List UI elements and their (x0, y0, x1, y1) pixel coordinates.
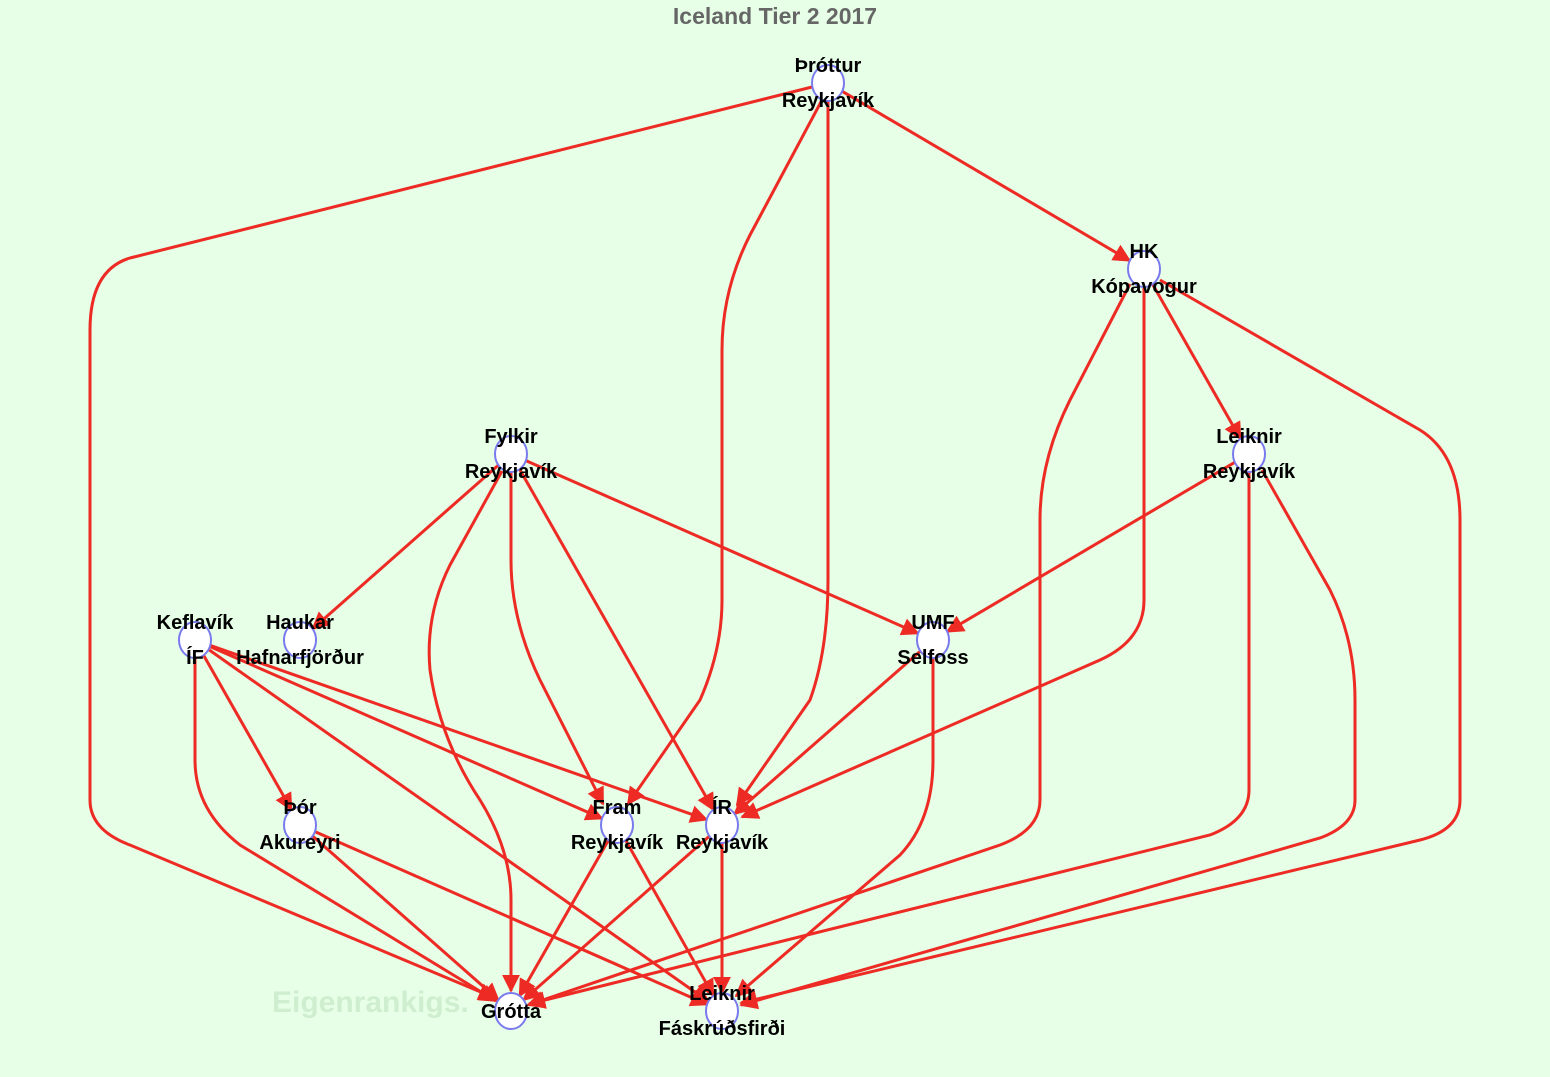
node-label: Selfoss (897, 647, 968, 669)
edge-throttur-to-grotta (88, 85, 813, 1001)
edge-ir-to-grotta (522, 834, 711, 1002)
node-label: Keflavík (157, 612, 235, 634)
node-label: Reykjavík (465, 461, 558, 483)
node-label: Hafnarfjörður (236, 647, 364, 669)
edge-thor-to-grotta (311, 834, 500, 1002)
node-ir: ÍR Reykjavík (676, 796, 769, 854)
edge-leiknir-r-to-grotta (527, 472, 1251, 1009)
edge-fylkir-to-ir (518, 468, 715, 812)
node-label: Þór (283, 797, 317, 819)
node-circle (600, 806, 634, 844)
node-circle (1232, 435, 1266, 473)
node-circle (705, 806, 739, 844)
node-layer: ÞrótturReykjavíkHKKópavogurFylkirReykjav… (157, 55, 1296, 1040)
edge-fram-to-grotta (518, 839, 610, 998)
node-circle (705, 992, 739, 1030)
node-circle (811, 64, 845, 102)
node-label: Haukar (266, 612, 334, 634)
node-label: Reykjavík (676, 832, 769, 854)
node-label: Fáskrúðsfirði (659, 1018, 786, 1040)
edge-fylkir-to-selfoss (525, 459, 920, 636)
node-label: Kópavogur (1091, 276, 1197, 298)
edge-hk-to-leiknir-f (739, 278, 1462, 1008)
edge-leiknir-r-to-selfoss (945, 461, 1236, 633)
node-label: Reykjavík (782, 90, 875, 112)
edge-keflavik-to-ir (209, 643, 709, 823)
edge-thor-to-leiknir-f (314, 830, 709, 1007)
node-label: Grótta (481, 1001, 542, 1023)
edge-keflavik-to-thor (202, 654, 293, 812)
edge-throttur-to-hk (841, 90, 1132, 262)
node-circle (283, 806, 317, 844)
node-selfoss: UMF Selfoss (897, 612, 968, 669)
node-circle (178, 621, 212, 659)
node-label: Akureyri (259, 832, 340, 854)
node-circle (494, 435, 528, 473)
edge-hk-to-leiknir-r (1151, 283, 1242, 441)
node-label: Fylkir (484, 426, 538, 448)
node-label: HK (1130, 241, 1159, 263)
edge-throttur-to-fram (626, 99, 824, 806)
node-grotta: Grótta (481, 992, 542, 1030)
edge-keflavik-to-fram (209, 645, 604, 821)
edge-fylkir-to-haukar (311, 463, 500, 631)
edge-hk-to-grotta (526, 283, 1132, 1009)
edge-selfoss-to-ir (733, 649, 922, 816)
edge-hk-to-ir (740, 287, 1146, 819)
edge-fylkir-to-fram (509, 472, 605, 806)
node-label: Reykjavík (571, 832, 664, 854)
chart-title: Iceland Tier 2 2017 (673, 3, 877, 29)
edge-keflavik-to-leiknir-f (207, 648, 710, 1003)
edge-layer (88, 85, 1462, 1010)
node-circle (1127, 250, 1161, 288)
node-hk: HK Kópavogur (1091, 241, 1197, 298)
node-label: Reykjavík (1203, 461, 1296, 483)
node-label: Þróttur (795, 55, 862, 77)
node-label: ÍR (712, 796, 733, 819)
node-label: Leiknir (689, 983, 755, 1005)
node-circle (283, 621, 317, 659)
node-label: Leiknir (1216, 426, 1282, 448)
edge-keflavik-to-grotta (193, 658, 498, 1003)
edge-throttur-to-ir (735, 101, 830, 807)
edge-fram-to-leiknir-f (624, 839, 715, 998)
node-label: ÍF (186, 646, 204, 669)
node-label: UMF (911, 612, 954, 634)
node-circle (494, 992, 528, 1030)
edge-fylkir-to-grotta (427, 470, 520, 993)
edge-leiknir-r-to-leiknir-f (739, 469, 1357, 1010)
edge-selfoss-to-leiknir-f (734, 658, 935, 998)
node-circle (916, 621, 950, 659)
node-label: Fram (593, 797, 642, 819)
watermark: Eigenrankigs. (272, 986, 469, 1019)
